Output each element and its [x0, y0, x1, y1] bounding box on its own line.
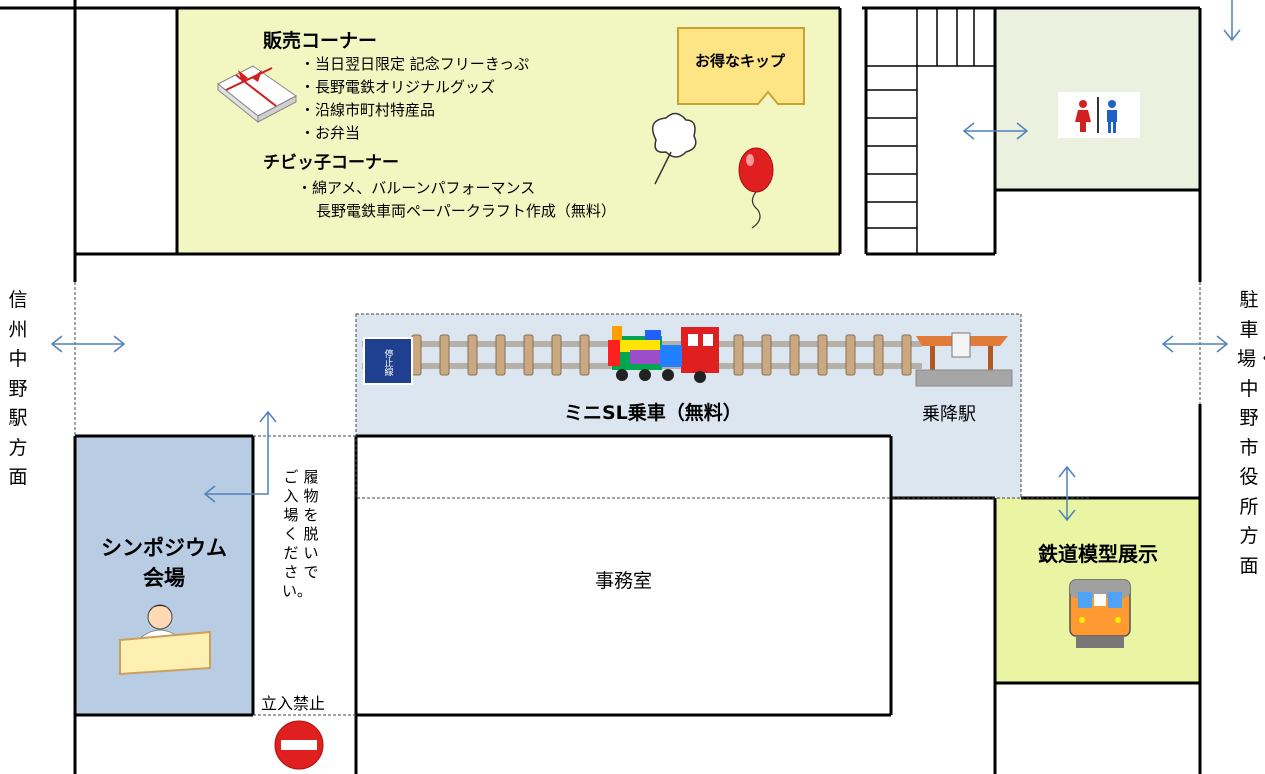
stop-line-label: 停止線: [382, 348, 393, 376]
sales-item-2: ・長野電鉄オリジナルグッズ: [300, 78, 496, 96]
symposium-title-line2: 会場: [143, 566, 185, 590]
balloon-icon: [738, 147, 774, 229]
railway-model-label: 鉄道模型展示: [1038, 542, 1158, 566]
office-label: 事務室: [594, 570, 652, 592]
symposium-title-line1: シンポジウム: [101, 536, 227, 560]
no-entry-label: 立入禁止: [261, 694, 326, 713]
right-direction-label: 駐車場・中野市役所方面: [1237, 289, 1265, 577]
sales-corner-title: 販売コーナー: [263, 30, 378, 52]
cotton-candy-icon: [651, 112, 697, 185]
toilet-icon: [1058, 92, 1140, 138]
gift-box-icon: [217, 65, 297, 124]
direction-arrows: [50, 0, 1241, 522]
office-room: [356, 436, 891, 715]
shoes-notice-col-left: ご入場ください。: [282, 468, 313, 600]
no-entry-icon: [274, 720, 324, 770]
train-front-icon: [1069, 579, 1131, 648]
ticket-sign: [677, 27, 805, 105]
station-platform-icon: [915, 332, 1013, 387]
kids-item-2: 長野電鉄車両ペーパークラフト作成（無料）: [316, 202, 616, 220]
sales-item-4: ・お弁当: [300, 124, 361, 142]
presenter-icon: [119, 604, 211, 676]
stop-line-sign: [363, 337, 413, 385]
mini-sl-label: ミニSL乗車（無料）: [564, 402, 742, 424]
kids-item-1: ・綿アメ、バルーンパフォーマンス: [297, 179, 536, 197]
walls: [0, 0, 1202, 774]
station-label: 乗降駅: [922, 404, 976, 425]
steam-locomotive-icon: [608, 326, 719, 383]
left-direction-label: 信州中野駅方面: [8, 289, 28, 488]
sales-item-3: ・沿線市町村特産品: [300, 101, 436, 119]
kids-corner-title: チビッ子コーナー: [263, 153, 399, 173]
stairs: [866, 8, 995, 254]
dashed-boundaries: [74, 282, 1201, 716]
ticket-sign-label: お得なキップ: [694, 52, 785, 70]
sales-item-1: ・当日翌日限定 記念フリーきっぷ: [300, 55, 530, 73]
shoes-notice-col-right: 履物を脱いで: [303, 468, 319, 581]
